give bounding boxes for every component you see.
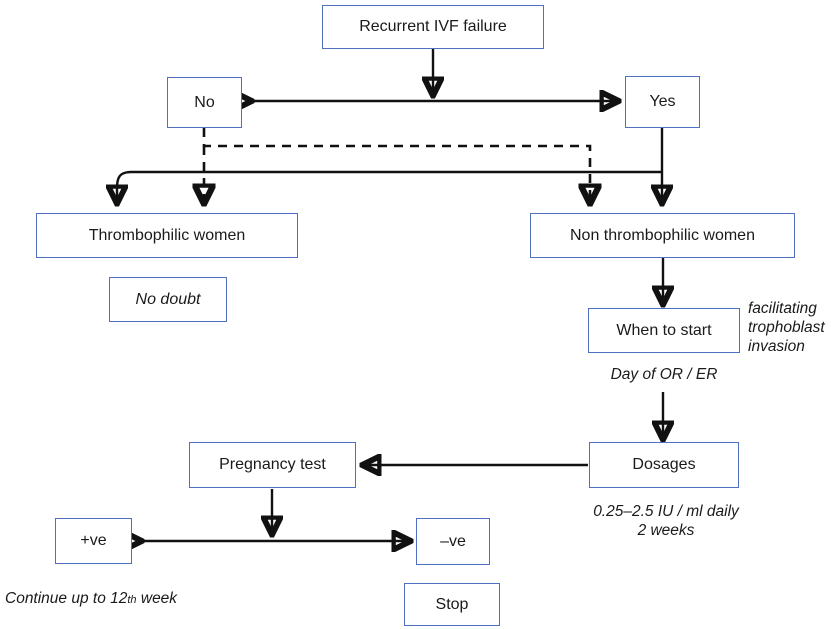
- note-continue-prefix: Continue up to 12: [5, 590, 128, 607]
- node-stop-label: Stop: [435, 595, 469, 613]
- node-pregnancy-test[interactable]: Pregnancy test: [189, 442, 356, 488]
- note-continue-up-to-12th-week: Continue up to 12th week: [5, 590, 177, 609]
- node-pregnancy-test-label: Pregnancy test: [219, 456, 326, 474]
- node-no[interactable]: No: [167, 77, 242, 128]
- node-no-doubt-label: No doubt: [135, 290, 201, 308]
- node-negative[interactable]: –ve: [416, 518, 490, 565]
- node-recurrent-ivf-failure-label: Recurrent IVF failure: [359, 18, 507, 36]
- node-stop[interactable]: Stop: [404, 583, 500, 626]
- node-non-thrombophilic-women[interactable]: Non thrombophilic women: [530, 213, 795, 258]
- node-thrombophilic-women-label: Thrombophilic women: [88, 226, 246, 244]
- note-continue-tail: week: [136, 590, 178, 607]
- note-day-of-or-er: Day of OR / ER: [610, 366, 718, 383]
- node-when-to-start[interactable]: When to start: [588, 308, 740, 353]
- node-dosages-label: Dosages: [632, 456, 696, 474]
- node-no-label: No: [194, 93, 215, 111]
- note-continue-suffix: th: [127, 594, 137, 606]
- node-positive-label: +ve: [80, 532, 107, 550]
- node-when-to-start-label: When to start: [616, 321, 712, 339]
- node-no-doubt[interactable]: No doubt: [109, 277, 227, 322]
- node-recurrent-ivf-failure[interactable]: Recurrent IVF failure: [322, 5, 544, 49]
- node-negative-label: –ve: [440, 532, 466, 550]
- node-positive[interactable]: +ve: [55, 518, 132, 564]
- node-yes-label: Yes: [649, 93, 676, 111]
- node-yes[interactable]: Yes: [625, 76, 700, 128]
- note-facilitating-trophoblast-invasion: facilitating trophoblast invasion: [748, 300, 825, 355]
- node-dosages[interactable]: Dosages: [589, 442, 739, 488]
- edge-solid-branch-left: [117, 170, 662, 202]
- node-non-thrombophilic-women-label: Non thrombophilic women: [570, 226, 755, 244]
- edge-dashed-no-to-nonthrombophilic: [202, 128, 590, 202]
- node-thrombophilic-women[interactable]: Thrombophilic women: [36, 213, 298, 258]
- note-dosage-detail: 0.25–2.5 IU / ml daily 2 weeks: [593, 503, 739, 539]
